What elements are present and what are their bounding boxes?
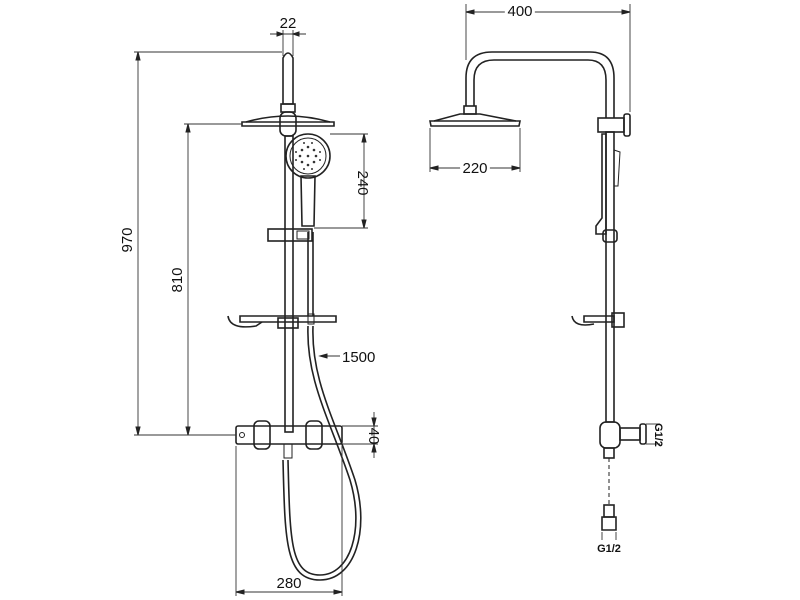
side-mixer-elbow xyxy=(619,427,641,441)
hand-shower-face xyxy=(289,137,327,175)
hand-shower-side-handle xyxy=(613,149,621,187)
hand-shower-nozzles-icon xyxy=(295,142,321,170)
soap-shelf xyxy=(239,315,337,323)
dim-arm-length: 400 xyxy=(465,0,631,112)
dim-hand-shower: 240 xyxy=(314,133,371,229)
front-view: 22 970 810 240 xyxy=(119,15,382,596)
rain-head-side-top xyxy=(433,113,517,122)
side-soap-shelf-lip xyxy=(571,315,595,326)
dim-mixer-height-label: 40 xyxy=(365,428,382,445)
rain-head-top-curve xyxy=(245,115,331,123)
dim-inlet-thread: G1/2 xyxy=(646,423,664,447)
dim-mixer-width: 280 xyxy=(235,446,343,596)
riser-pipe-top xyxy=(282,52,294,105)
dim-pipe-diameter: 22 xyxy=(270,15,306,56)
dim-bar-height-label: 810 xyxy=(169,267,186,292)
wall-bracket xyxy=(597,117,625,133)
shelf-clamp-right xyxy=(307,313,315,325)
dim-hose-length: 1500 xyxy=(318,349,375,366)
dim-bar-height: 810 xyxy=(169,123,242,436)
rain-head-side xyxy=(429,120,521,127)
shower-arm xyxy=(465,51,615,118)
dim-head-diameter: 220 xyxy=(429,128,521,180)
dim-total-height-label: 970 xyxy=(119,227,136,252)
dim-pipe-diameter-label: 22 xyxy=(280,15,297,32)
slider-holder xyxy=(267,228,313,242)
wall-plate xyxy=(623,113,631,137)
side-slider xyxy=(602,229,618,243)
riser-nut xyxy=(280,103,296,113)
mixer-knob-left xyxy=(253,420,271,450)
dim-total-height: 970 xyxy=(119,51,282,436)
soap-shelf-lip xyxy=(227,315,263,328)
arm-nut xyxy=(463,105,477,115)
side-hose-connector xyxy=(601,516,617,531)
dim-inlet-thread-label: G1/2 xyxy=(652,423,664,447)
dim-mixer-height: 40 xyxy=(342,412,382,458)
side-view: 400 220 G1/2 G1/2 xyxy=(429,0,664,555)
mixer-knob-right xyxy=(305,420,323,450)
shelf-clamp xyxy=(277,317,299,329)
hand-shower-side xyxy=(595,133,607,235)
hand-shower-head xyxy=(285,133,331,179)
dim-outlet-thread: G1/2 xyxy=(597,532,621,555)
side-mixer-outlet xyxy=(603,447,615,459)
dim-arm-length-label: 400 xyxy=(507,3,532,20)
slider-knob xyxy=(296,230,310,240)
dim-outlet-thread-label: G1/2 xyxy=(597,543,621,555)
mixer-outlet xyxy=(283,443,293,459)
mixer-indicator xyxy=(239,432,245,438)
side-shelf-clamp xyxy=(611,312,625,328)
dim-hose-length-label: 1500 xyxy=(342,349,375,366)
dim-hand-shower-label: 240 xyxy=(354,170,371,195)
hand-shower-handle xyxy=(300,175,316,227)
dim-mixer-width-label: 280 xyxy=(276,575,301,592)
rain-head-front xyxy=(241,121,335,127)
dim-head-diameter-label: 220 xyxy=(462,160,487,177)
side-mixer-body xyxy=(599,421,621,449)
side-soap-shelf xyxy=(583,315,615,323)
side-mixer-wall xyxy=(639,423,647,445)
mixer-body xyxy=(235,425,343,445)
side-hose-fitting xyxy=(603,504,615,518)
main-bar xyxy=(284,135,294,433)
shower-hose xyxy=(282,232,362,581)
side-bar xyxy=(605,131,615,423)
